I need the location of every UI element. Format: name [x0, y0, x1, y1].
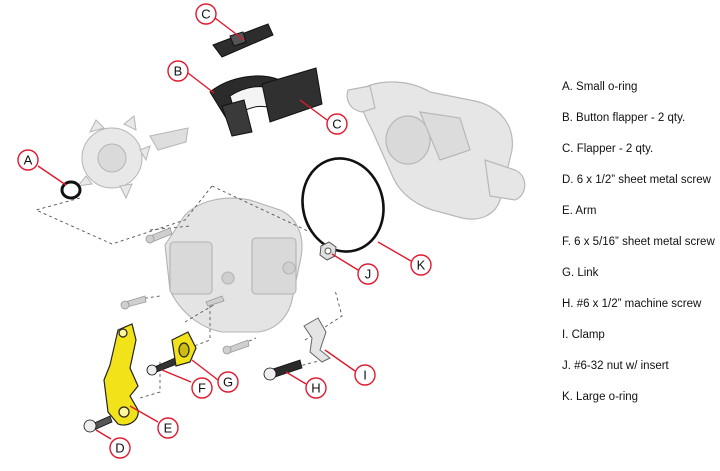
- svg-text:J: J: [365, 267, 372, 282]
- legend-item-b: B. Button flapper - 2 qty.: [562, 112, 686, 124]
- callout-k: K: [410, 254, 432, 276]
- pump-body: [164, 197, 303, 333]
- small-o-ring: [60, 180, 82, 200]
- legend-item-k: K. Large o-ring: [562, 391, 639, 403]
- legend-item-h: H. #6 x 1/2” machine screw: [562, 298, 702, 310]
- svg-text:C: C: [201, 7, 210, 22]
- callout-c-mid: C: [326, 113, 348, 135]
- callout-i: I: [354, 364, 376, 386]
- sheet-metal-screw-f: [146, 357, 178, 376]
- legend-item-g: G. Link: [562, 267, 599, 279]
- svg-text:E: E: [164, 421, 173, 436]
- svg-text:B: B: [174, 64, 183, 79]
- svg-text:D: D: [115, 441, 124, 456]
- legend-item-i: I. Clamp: [562, 329, 605, 341]
- svg-text:F: F: [198, 381, 206, 396]
- button-flapper-assembly: [209, 67, 323, 137]
- callout-j: J: [357, 263, 379, 285]
- callout-c-top: C: [195, 3, 217, 25]
- callout-e: E: [157, 417, 179, 439]
- legend-item-a: A. Small o-ring: [562, 81, 638, 93]
- svg-text:H: H: [311, 381, 320, 396]
- callout-a: A: [17, 149, 39, 171]
- large-o-ring: [301, 157, 385, 253]
- callout-g: G: [217, 371, 239, 393]
- legend-item-d: D. 6 x 1/2” sheet metal screw: [562, 174, 711, 186]
- svg-text:K: K: [417, 258, 426, 273]
- callout-leaders: [37, 17, 412, 440]
- arm: [103, 323, 139, 426]
- callout-labels: C B C A E D F G H I J K: [17, 3, 432, 459]
- machine-screw-h: [263, 359, 303, 381]
- legend-item-j: J. #6-32 nut w/ insert: [562, 360, 669, 372]
- parts-legend: A. Small o-ring B. Button flapper - 2 qt…: [562, 74, 718, 415]
- legend-item-e: E. Arm: [562, 205, 597, 217]
- svg-text:I: I: [363, 368, 367, 383]
- callout-d: D: [109, 437, 131, 459]
- svg-text:A: A: [24, 153, 33, 168]
- callout-f: F: [191, 377, 213, 399]
- nut: [319, 241, 337, 261]
- impeller-assembly: [76, 115, 189, 200]
- sheet-metal-screw-d: [83, 415, 113, 433]
- svg-text:C: C: [332, 117, 341, 132]
- legend-item-c: C. Flapper - 2 qty.: [562, 143, 654, 155]
- link: [171, 331, 197, 367]
- callout-h: H: [305, 377, 327, 399]
- clamp: [303, 317, 331, 363]
- flapper-top: [212, 23, 274, 58]
- svg-text:G: G: [223, 375, 233, 390]
- valve-housing: [346, 81, 526, 220]
- callout-b: B: [167, 60, 189, 82]
- small-screws: [120, 227, 250, 355]
- legend-item-f: F. 6 x 5/16” sheet metal screw: [562, 236, 715, 248]
